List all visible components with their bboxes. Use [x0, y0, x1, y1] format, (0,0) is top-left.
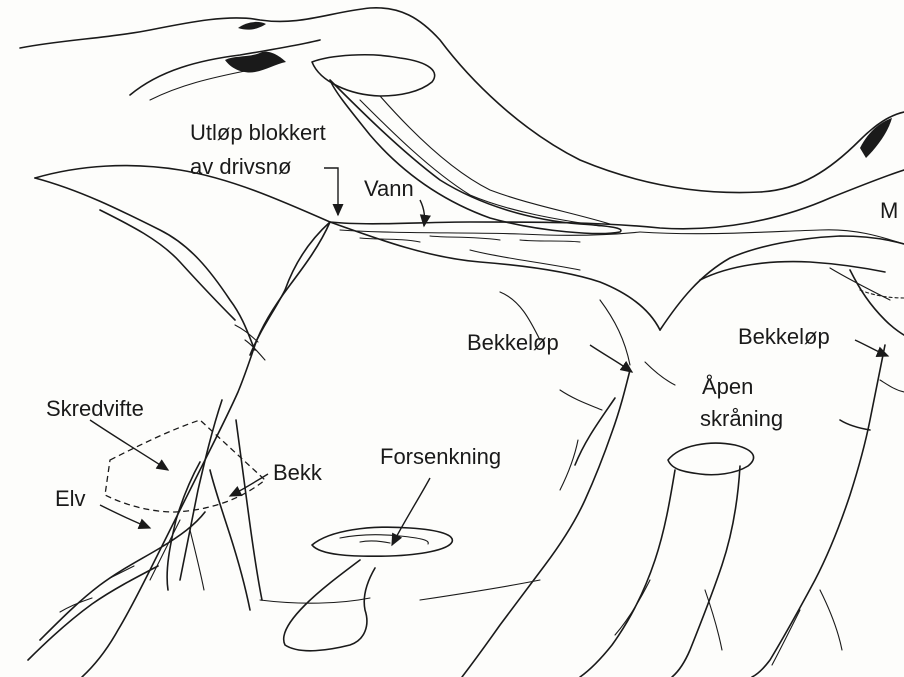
arrow-skredvifte [90, 420, 168, 470]
label-bekkelop-2: Bekkeløp [738, 324, 830, 350]
label-bekk: Bekk [273, 460, 322, 486]
snow-patch [312, 55, 435, 96]
label-skredvifte: Skredvifte [46, 396, 144, 422]
label-elv: Elv [55, 486, 86, 512]
label-apen-line2: skråning [700, 406, 783, 432]
label-utlop-line1: Utløp blokkert [190, 120, 326, 146]
rock-outcrop [225, 52, 286, 73]
stream-channel-center [462, 370, 630, 677]
alluvial-fan-outline [105, 420, 265, 512]
mountain-ridge [20, 8, 904, 193]
label-bekkelop-1: Bekkeløp [467, 330, 559, 356]
label-utlop-line2: av drivsnø [190, 154, 291, 180]
arrow-forsenkning [392, 478, 430, 545]
valley-shoreline [35, 166, 904, 229]
arrow-utlop [324, 168, 338, 215]
arrow-elv [100, 505, 150, 528]
arrow-bekkelop-2 [855, 340, 888, 356]
label-forsenkning: Forsenkning [380, 444, 501, 470]
open-slope-gully [668, 443, 754, 475]
arrow-bekk [230, 474, 268, 496]
label-vann: Vann [364, 176, 414, 202]
label-apen-line1: Åpen [702, 374, 753, 400]
stream-channel-right [752, 345, 885, 677]
label-m-partial: M [880, 198, 898, 224]
